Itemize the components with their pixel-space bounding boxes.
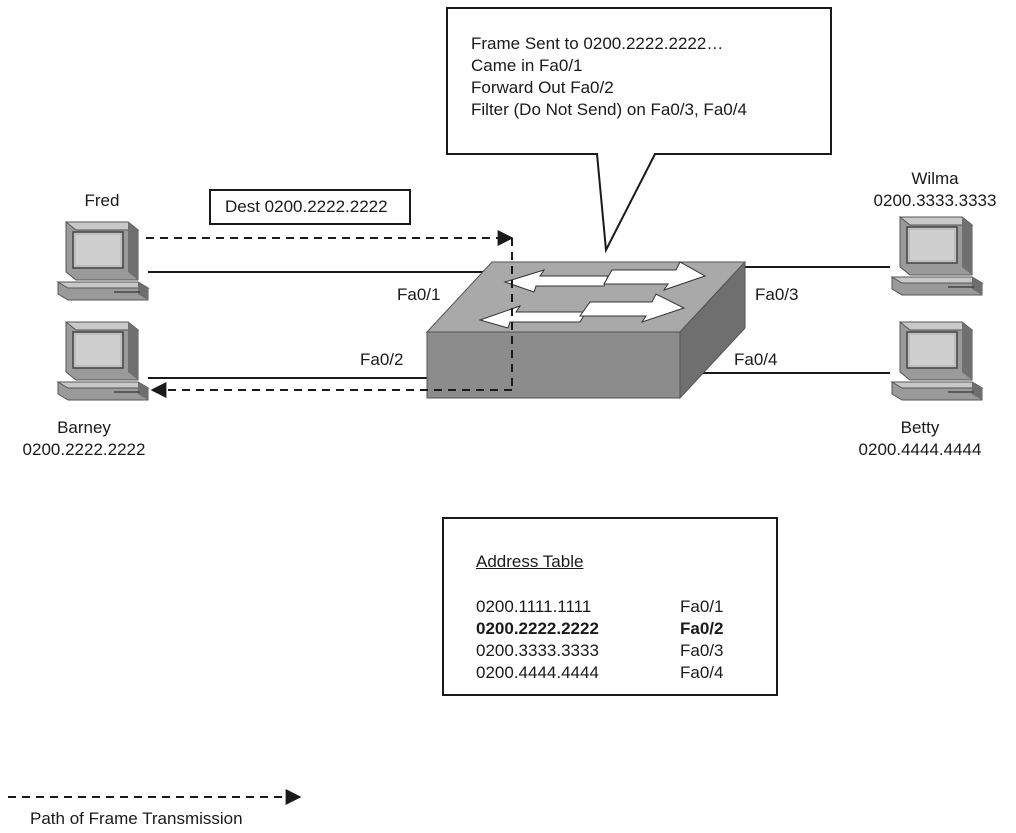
wilma-name: Wilma [911,169,958,189]
betty-pc-icon [892,322,982,400]
address-table-mac: 0200.3333.3333 [476,641,599,661]
address-table-port: Fa0/4 [680,663,723,683]
barney-pc-icon [58,322,148,400]
betty-name: Betty [901,418,940,438]
fred-pc-icon [58,222,148,300]
port-fa04-label: Fa0/4 [734,350,777,370]
callout-line: Filter (Do Not Send) on Fa0/3, Fa0/4 [471,99,747,121]
dest-label: Dest 0200.2222.2222 [225,197,388,217]
address-table-mac: 0200.4444.4444 [476,663,599,683]
wilma-pc-icon [892,217,982,295]
betty-mac: 0200.4444.4444 [859,440,982,460]
port-fa01-label: Fa0/1 [397,285,440,305]
barney-name: Barney [57,418,111,438]
fred-name: Fred [85,191,120,211]
callout-line: Came in Fa0/1 [471,55,747,77]
port-fa02-label: Fa0/2 [360,350,403,370]
address-table-port: Fa0/1 [680,597,723,617]
legend-label: Path of Frame Transmission [30,809,243,829]
barney-mac: 0200.2222.2222 [23,440,146,460]
address-table-port: Fa0/3 [680,641,723,661]
port-fa03-label: Fa0/3 [755,285,798,305]
address-table-port: Fa0/2 [680,619,723,639]
address-table-title: Address Table [476,552,583,572]
callout-line: Frame Sent to 0200.2222.2222… [471,33,747,55]
callout-line: Forward Out Fa0/2 [471,77,747,99]
callout-text: Frame Sent to 0200.2222.2222… Came in Fa… [471,33,747,121]
address-table-mac: 0200.1111.1111 [476,597,591,617]
address-table-mac: 0200.2222.2222 [476,619,599,639]
wilma-mac: 0200.3333.3333 [874,191,997,211]
switch [427,262,745,398]
